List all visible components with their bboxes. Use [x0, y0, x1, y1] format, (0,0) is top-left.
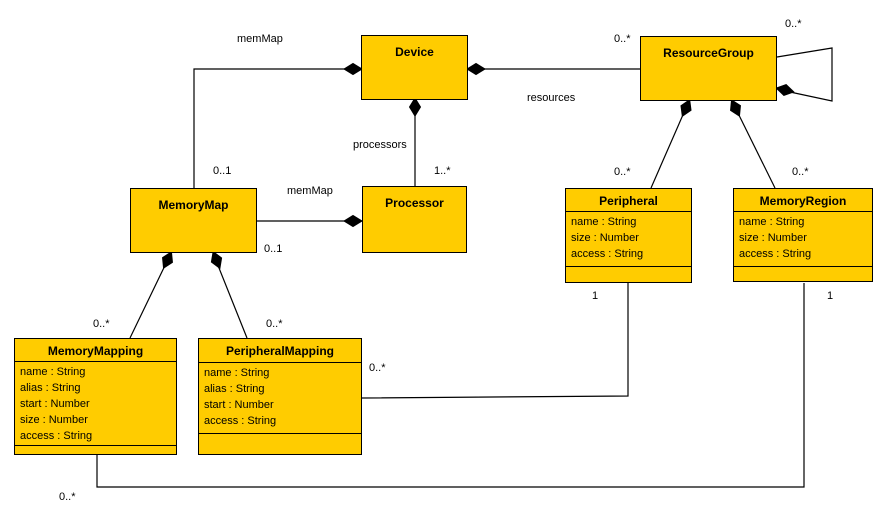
assoc-memorymapping-memoryregion — [96, 283, 805, 488]
attr-row: access : String — [20, 430, 93, 442]
multiplicity-resourcegroup-memoryregion: 0..* — [792, 166, 809, 178]
composition-diamond — [343, 62, 363, 76]
class-memorymap: MemoryMap — [130, 188, 257, 253]
class-memoryregion: MemoryRegion name : String size : Number… — [733, 188, 873, 282]
composition-diamond — [775, 84, 795, 96]
multiplicity-memorymap-peripheralmapping: 0..* — [266, 318, 283, 330]
attr-row: name : String — [204, 367, 270, 379]
multiplicity-resourcegroup-self: 0..* — [785, 18, 802, 30]
attr-row: size : Number — [571, 232, 639, 244]
assoc-device-processor — [408, 97, 422, 186]
multiplicity-memorymapping-memoryregion: 0..* — [59, 491, 76, 503]
multiplicity-resources: 0..* — [614, 33, 631, 45]
class-memoryregion-operations — [734, 267, 872, 281]
assoc-resourcegroup-self — [775, 47, 833, 102]
attr-row: start : Number — [20, 398, 90, 410]
class-memorymapping-operations — [15, 446, 176, 454]
class-memorymapping: MemoryMapping name : String alias : Stri… — [14, 338, 177, 455]
composition-diamond — [408, 97, 422, 117]
composition-diamond — [680, 98, 692, 118]
class-memoryregion-attributes: name : String size : Number access : Str… — [734, 212, 872, 267]
class-processor-title: Processor — [385, 196, 444, 210]
composition-diamond — [730, 99, 741, 117]
attr-row: access : String — [571, 248, 644, 260]
attr-row: size : Number — [20, 414, 88, 426]
role-label-memmap-top: memMap — [237, 33, 283, 45]
multiplicity-processors: 1..* — [434, 165, 451, 177]
multiplicity-memoryregion-one: 1 — [827, 290, 834, 302]
multiplicity-peripheral-one: 1 — [592, 290, 599, 302]
attr-row: name : String — [20, 366, 86, 378]
class-resourcegroup-title: ResourceGroup — [663, 46, 754, 60]
class-peripheral: Peripheral name : String size : Number a… — [565, 188, 692, 283]
multiplicity-resourcegroup-peripheral: 0..* — [614, 166, 631, 178]
attr-row: alias : String — [20, 382, 81, 394]
role-label-processors: processors — [353, 139, 407, 151]
class-memorymap-title: MemoryMap — [158, 198, 229, 212]
assoc-resourcegroup-peripheral — [650, 98, 692, 189]
class-memoryregion-title: MemoryRegion — [734, 189, 872, 212]
attr-row: access : String — [739, 248, 812, 260]
role-label-memmap-mid: memMap — [287, 185, 333, 197]
attr-row: alias : String — [204, 383, 265, 395]
class-peripheral-operations — [566, 267, 691, 282]
multiplicity-memorymap-processor: 0..1 — [264, 243, 283, 255]
class-peripheralmapping-title: PeripheralMapping — [199, 339, 361, 363]
class-peripheral-title: Peripheral — [566, 189, 691, 212]
attr-row: size : Number — [739, 232, 807, 244]
assoc-memorymap-memorymapping — [129, 251, 173, 339]
class-peripheralmapping-operations — [199, 434, 361, 454]
composition-diamond — [466, 62, 486, 76]
composition-diamond — [162, 251, 173, 269]
assoc-peripheralmapping-peripheral — [361, 283, 629, 399]
class-memorymapping-attributes: name : String alias : String start : Num… — [15, 362, 176, 446]
class-peripheral-attributes: name : String size : Number access : Str… — [566, 212, 691, 267]
class-device-title: Device — [395, 45, 434, 59]
class-device: Device — [361, 35, 468, 100]
multiplicity-device-memorymap: 0..1 — [213, 165, 232, 177]
class-memorymapping-title: MemoryMapping — [15, 339, 176, 362]
assoc-memorymap-processor — [257, 214, 363, 228]
class-resourcegroup: ResourceGroup — [640, 36, 777, 101]
multiplicity-peripheralmapping-peripheral: 0..* — [369, 362, 386, 374]
class-peripheralmapping-attributes: name : String alias : String start : Num… — [199, 363, 361, 434]
attr-row: name : String — [739, 216, 805, 228]
multiplicity-memorymap-memorymapping: 0..* — [93, 318, 110, 330]
composition-diamond — [343, 214, 363, 228]
class-peripheralmapping: PeripheralMapping name : String alias : … — [198, 338, 362, 455]
assoc-device-resourcegroup — [466, 62, 640, 76]
class-processor: Processor — [362, 186, 467, 253]
attr-row: access : String — [204, 415, 277, 427]
assoc-memorymap-peripheralmapping — [210, 250, 248, 339]
attr-row: start : Number — [204, 399, 274, 411]
attr-row: name : String — [571, 216, 637, 228]
composition-diamond — [210, 250, 223, 270]
role-label-resources: resources — [527, 92, 576, 104]
assoc-resourcegroup-memoryregion — [730, 99, 776, 189]
